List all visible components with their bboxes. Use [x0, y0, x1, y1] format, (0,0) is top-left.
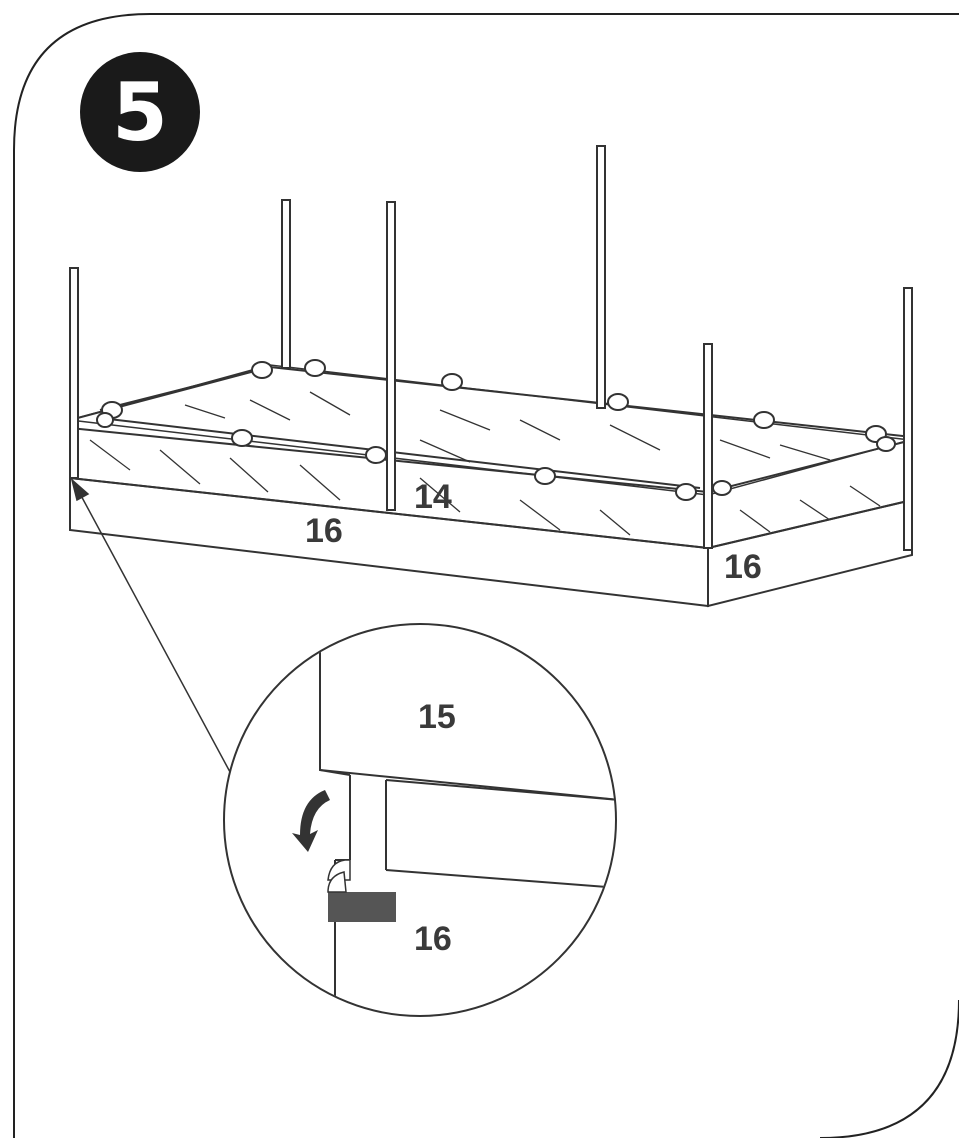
mesh-hatching — [89, 391, 881, 536]
post-back-left — [281, 199, 291, 369]
detail-board-16 — [385, 779, 615, 801]
post-front-left — [69, 267, 79, 479]
post-front-right — [703, 343, 713, 549]
label-front-board-16: 16 — [305, 512, 343, 550]
label-side-board-16: 16 — [724, 548, 762, 586]
vertical-posts — [69, 145, 913, 551]
rail-clips — [96, 359, 896, 501]
detail-pointer — [70, 477, 231, 773]
velcro-strap-tab — [328, 892, 396, 922]
fold-arrow-icon — [292, 790, 330, 852]
step-badge: 5 — [80, 52, 200, 172]
post-back-middle — [596, 145, 606, 409]
label-detail-15: 15 — [418, 698, 456, 736]
step-number: 5 — [112, 66, 168, 159]
label-mesh-14: 14 — [414, 478, 452, 516]
raised-bed-assembly — [69, 145, 913, 608]
post-back-right — [903, 287, 913, 551]
post-middle-front — [386, 201, 396, 511]
page-frame — [13, 13, 959, 1138]
label-detail-16: 16 — [414, 920, 452, 958]
detail-callout: 15 16 — [223, 623, 617, 1017]
